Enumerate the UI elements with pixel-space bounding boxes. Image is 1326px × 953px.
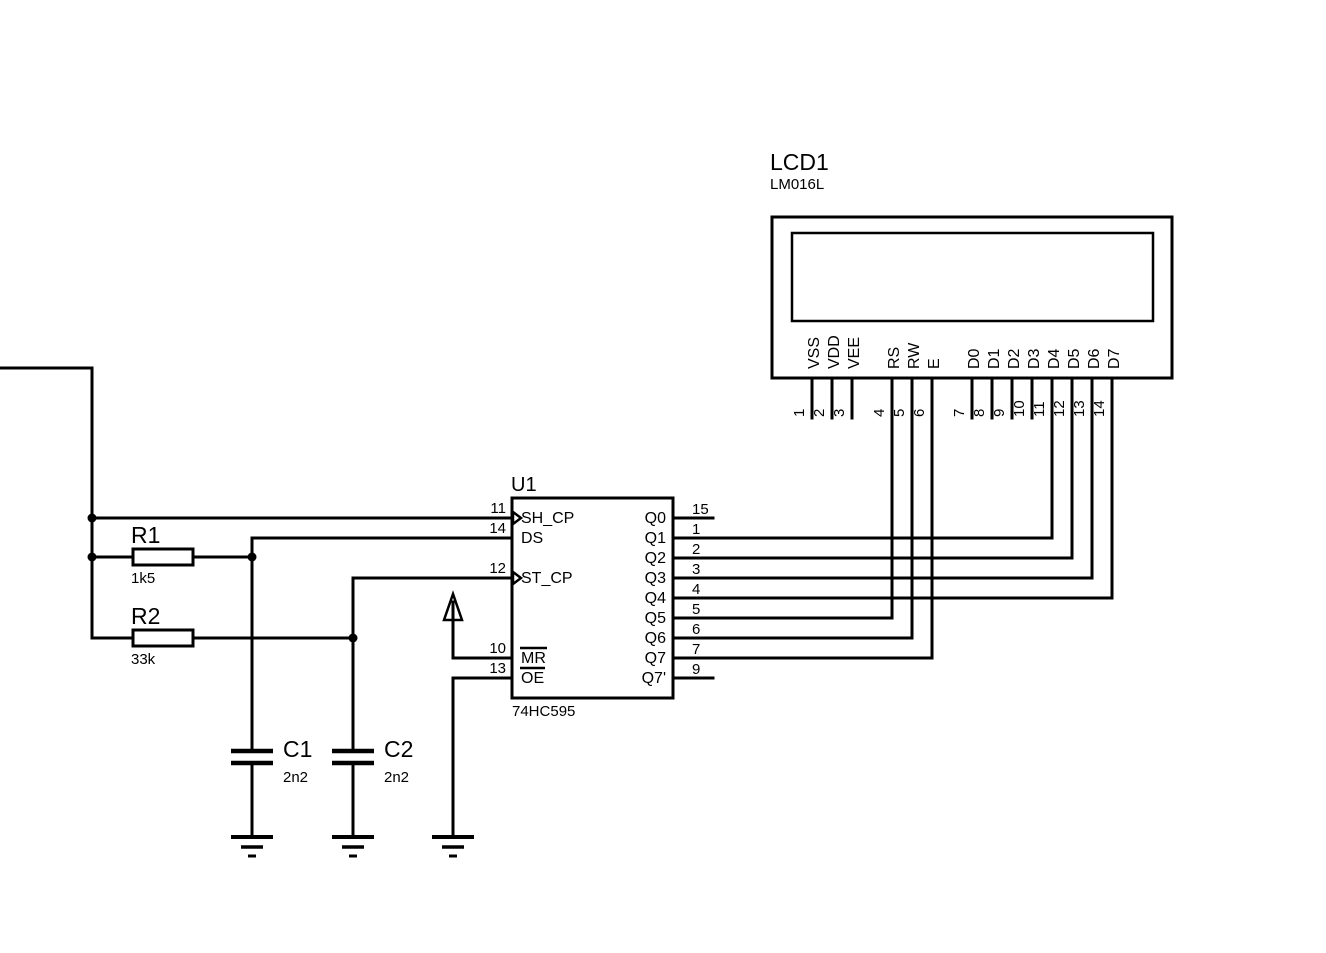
- junction-dot: [87, 513, 97, 523]
- pin-number: 11: [490, 500, 506, 517]
- lcd-pin-number: 12: [1051, 400, 1068, 417]
- lcd-pin-stubs: [810, 376, 1034, 420]
- pin-label-q4: Q4: [645, 590, 666, 607]
- pin-number: 9: [692, 661, 700, 678]
- resistor-body[interactable]: [131, 547, 195, 567]
- clock-input-icon: [511, 509, 524, 527]
- lcd-pin-number: 7: [951, 409, 968, 417]
- lcd-pin-number: 10: [1011, 400, 1028, 417]
- pin-number: 14: [489, 520, 506, 537]
- lcd-pin-number: 8: [971, 409, 988, 417]
- ground-symbol: [332, 835, 374, 858]
- junction-dot: [87, 552, 97, 562]
- pin-label-q7s: Q7': [642, 670, 666, 687]
- pin-label-q6: Q6: [645, 630, 666, 647]
- lcd-pin-number: 9: [991, 409, 1008, 417]
- lcd-pin-number: 5: [891, 409, 908, 417]
- capacitor-c1[interactable]: C1 2n2: [231, 736, 312, 786]
- resistor-r2[interactable]: R2 33k: [131, 603, 195, 668]
- pin-number: 1: [692, 521, 700, 538]
- clock-input-icon: [511, 569, 524, 587]
- component-value: 1k5: [131, 570, 155, 587]
- component-value: 33k: [131, 651, 156, 668]
- lcd-pin-number: 4: [871, 409, 888, 417]
- pin-label-q7: Q7: [645, 650, 666, 667]
- component-ref: U1: [511, 474, 537, 496]
- pin-label-q5: Q5: [645, 610, 666, 627]
- wire-ds-net: [90, 536, 514, 751]
- lcd-pin-name: D4: [1046, 348, 1063, 369]
- lcd-pin-name: D6: [1086, 348, 1103, 369]
- pin-number: 3: [692, 561, 700, 578]
- pin-label-ds: DS: [521, 530, 543, 547]
- component-part: 74HC595: [512, 703, 575, 720]
- lcd-pin-number: 6: [911, 409, 928, 417]
- lcd-pin-name: RW: [906, 342, 923, 369]
- wire-input-net: [0, 366, 514, 640]
- lcd-pin-number: 13: [1071, 400, 1088, 417]
- lcd-pin-number: 11: [1031, 401, 1048, 417]
- component-value: 2n2: [283, 769, 308, 786]
- pin-label-mr: MR: [521, 650, 546, 667]
- junction-dot: [348, 633, 358, 643]
- lcd-pin-name: D3: [1026, 348, 1043, 369]
- component-ref: R1: [131, 522, 160, 548]
- lcd-display-lcd1[interactable]: LCD1 LM016L VSS VDD VEE RS RW E D0 D1 D2…: [770, 149, 1174, 417]
- pin-number: 7: [692, 641, 700, 658]
- ground-symbol: [231, 835, 273, 858]
- component-ref: R2: [131, 603, 160, 629]
- pin-number: 13: [489, 660, 506, 677]
- junction-dot: [247, 552, 257, 562]
- lcd-pin-number: 3: [831, 409, 848, 417]
- component-value: 2n2: [384, 769, 409, 786]
- wire-oe-net: [451, 676, 514, 839]
- lcd-pin-number: 1: [791, 409, 808, 417]
- lcd-pin-name: VDD: [826, 335, 843, 369]
- pin-number: 12: [489, 560, 506, 577]
- pin-number: 2: [692, 541, 700, 558]
- lcd-pin-name: RS: [886, 347, 903, 369]
- pin-label-oe: OE: [521, 670, 544, 687]
- component-ref: C2: [384, 736, 413, 762]
- pin-number: 10: [489, 640, 506, 657]
- component-ref: C1: [283, 736, 312, 762]
- lcd-pin-name: D0: [966, 348, 983, 369]
- resistor-r1[interactable]: R1 1k5: [131, 522, 195, 587]
- component-part: LM016L: [770, 176, 824, 193]
- component-ref: LCD1: [770, 149, 829, 175]
- pin-number: 6: [692, 621, 700, 638]
- pin-label-q3: Q3: [645, 570, 666, 587]
- lcd-pin-name: E: [926, 358, 943, 369]
- lcd-pin-name: VSS: [806, 337, 823, 369]
- pin-number: 4: [692, 581, 700, 598]
- lcd-screen: [790, 231, 1155, 323]
- lcd-pin-name: D2: [1006, 348, 1023, 369]
- lcd-pin-number: 2: [811, 409, 828, 417]
- chip-body[interactable]: [510, 496, 675, 700]
- pin-label-q1: Q1: [645, 530, 666, 547]
- power-arrow: [442, 590, 464, 622]
- wire-q-outputs: [671, 376, 1114, 680]
- wire-st-cp-net: [90, 576, 514, 751]
- pin-label-sh-cp: SH_CP: [521, 510, 574, 527]
- lcd-pin-name: D7: [1106, 348, 1123, 369]
- pin-number: 15: [692, 501, 709, 518]
- pin-label-q2: Q2: [645, 550, 666, 567]
- pin-number: 5: [692, 601, 700, 618]
- pin-label-st-cp: ST_CP: [521, 570, 573, 587]
- lcd-pin-name: D1: [986, 348, 1003, 369]
- shift-register-u1[interactable]: U1 74HC595 SH_CP DS ST_CP MR OE 11 14 12…: [489, 474, 708, 720]
- lcd-pin-number: 14: [1091, 400, 1108, 417]
- ground-symbol: [432, 835, 474, 858]
- lcd-pin-name: VEE: [846, 337, 863, 369]
- resistor-body[interactable]: [131, 628, 195, 648]
- lcd-pin-name: D5: [1066, 348, 1083, 369]
- pin-label-q0: Q0: [645, 510, 666, 527]
- capacitor-c2[interactable]: C2 2n2: [332, 736, 413, 786]
